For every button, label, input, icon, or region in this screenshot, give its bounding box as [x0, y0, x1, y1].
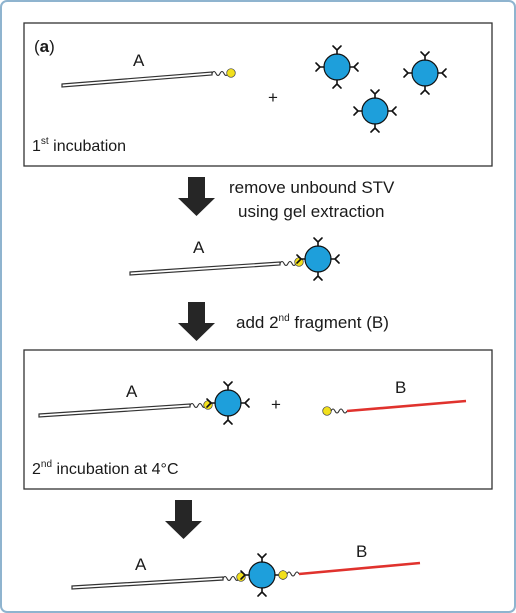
second-incubation-caption: 2nd incubation at 4°C [32, 459, 179, 478]
panel-label: (a) [34, 37, 55, 56]
fragment-a-box1 [61, 68, 236, 88]
first-incubation-caption: 1st incubation [32, 136, 126, 155]
down-arrow-3 [165, 500, 202, 539]
linker-wave [189, 402, 207, 409]
linker-wave [330, 408, 348, 414]
fragment-a-label-box2: A [126, 382, 138, 401]
fragment-a-label-final: A [135, 555, 147, 574]
fragment-b-label-final: B [356, 542, 367, 561]
panel-open: ( [34, 37, 40, 56]
linker-wave [279, 260, 297, 267]
biotin-dot [226, 68, 236, 78]
fragment-a-label-box1: A [133, 51, 145, 70]
plus-sign-box1: + [268, 88, 278, 107]
biotin-dot [322, 406, 332, 416]
fragment-a-box2 [38, 381, 250, 425]
down-arrow-1 [178, 177, 215, 216]
step-remove-line2: using gel extraction [238, 202, 384, 221]
panel-letter: a [40, 37, 50, 56]
first-incubation-box [23, 22, 493, 167]
down-arrow-2 [178, 302, 215, 341]
fragment-a-bound-stv [129, 237, 340, 281]
fragment-b-label-box2: B [395, 378, 406, 397]
fragment-b-box2 [322, 399, 467, 416]
linker-wave [222, 575, 240, 582]
plus-sign-box2: + [271, 395, 281, 414]
final-complex [71, 553, 421, 597]
step-add-fragment: add 2nd fragment (B) [236, 313, 389, 332]
linker-wave [286, 571, 300, 577]
panel-close: ) [49, 37, 55, 56]
biotin-dot [278, 570, 288, 580]
linker-wave [211, 70, 229, 77]
step-remove-line1: remove unbound STV [229, 178, 395, 197]
second-incubation-box [23, 349, 493, 490]
biotin-dot [236, 572, 246, 582]
fragment-a-label-middle: A [193, 238, 205, 257]
